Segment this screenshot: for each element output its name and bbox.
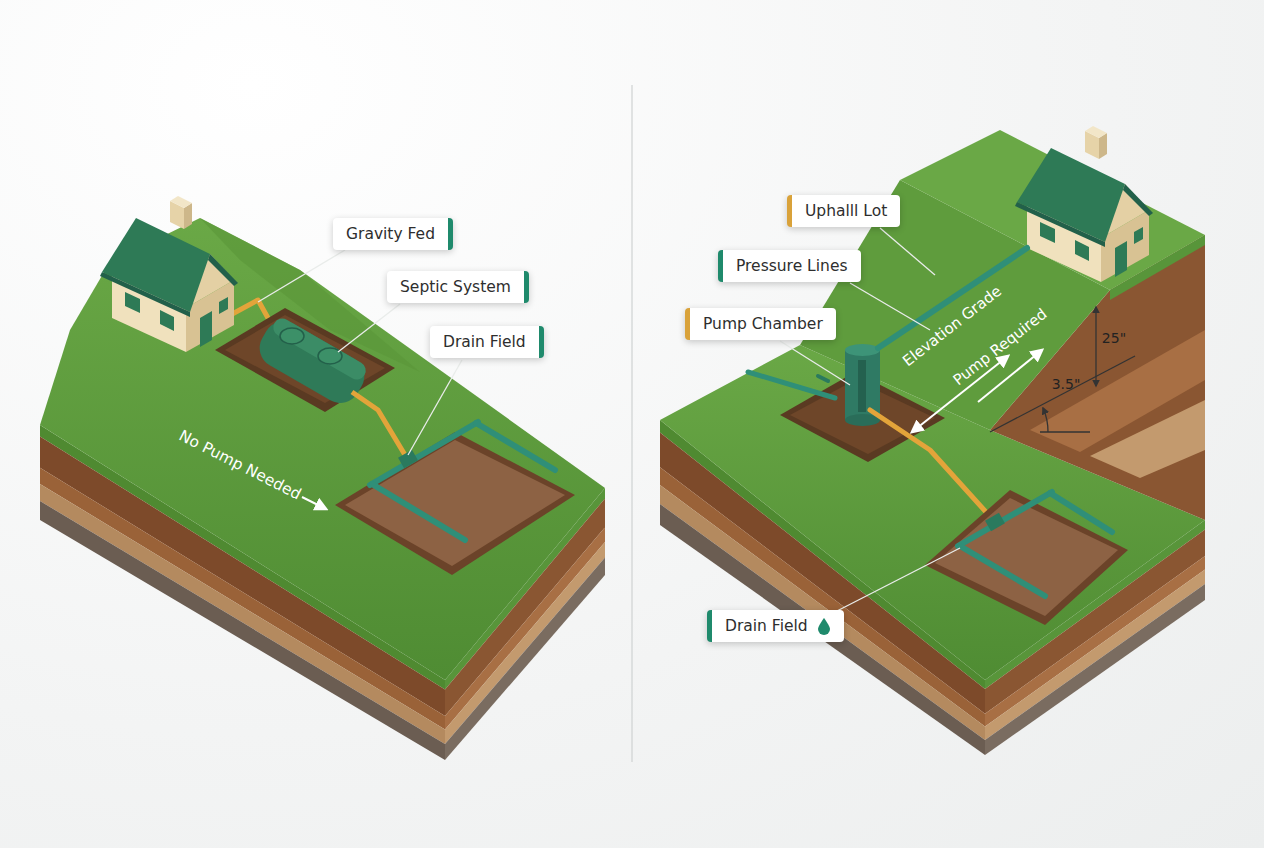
septic-tank xyxy=(215,308,395,412)
right-drain-field xyxy=(1050,493,1112,532)
house-icon xyxy=(1015,126,1153,282)
left-drain-field xyxy=(370,422,478,485)
leader-lines xyxy=(880,228,935,275)
callout-box: Gravity Fed xyxy=(333,218,453,250)
right-drain-field xyxy=(925,490,1128,625)
left-drain-field xyxy=(370,422,555,540)
leader-lines xyxy=(338,304,400,352)
pressure-line xyxy=(748,372,835,398)
pressure-line xyxy=(870,410,995,522)
leader-lines xyxy=(835,548,960,612)
pressure-line xyxy=(748,248,1027,522)
right-drain-field xyxy=(960,546,1045,596)
septic-tank xyxy=(215,308,395,412)
leader-lines xyxy=(258,250,345,302)
right-drain-field xyxy=(925,490,1128,625)
callout-box: Septic System xyxy=(387,271,529,303)
house-icon xyxy=(100,196,238,352)
annotation-text: 25" xyxy=(1102,330,1126,346)
dimension-lines xyxy=(1043,408,1048,432)
left-drain-field xyxy=(335,422,575,575)
droplet-icon xyxy=(816,617,832,636)
callout-label: Drain Field xyxy=(443,333,526,351)
leader-lines xyxy=(258,228,960,612)
leader-lines xyxy=(850,283,930,330)
pump-chamber xyxy=(845,350,880,420)
callout-label: Drain Field xyxy=(725,617,808,635)
right-drain-field xyxy=(985,513,1005,531)
callout-label: Septic System xyxy=(400,278,511,296)
pump-chamber xyxy=(858,360,866,412)
callout-box: Pressure Lines xyxy=(718,250,861,282)
callout-box: Pump Chamber xyxy=(685,308,836,340)
gravity-pipe xyxy=(352,392,408,460)
divider-line xyxy=(631,85,632,762)
callout-label: Uphalll Lot xyxy=(805,202,887,220)
left-drain-field xyxy=(335,432,575,575)
pressure-line xyxy=(818,376,828,381)
left-drain-field xyxy=(476,423,555,470)
callout-label: Pump Chamber xyxy=(703,315,823,333)
septic-tank xyxy=(318,348,342,364)
annotation-text: 3.5" xyxy=(1052,376,1081,392)
left-drain-field xyxy=(398,450,418,468)
left-drain-field xyxy=(372,484,465,540)
leader-lines xyxy=(780,341,850,385)
right-drain-field xyxy=(958,492,1112,596)
flow-arrow xyxy=(302,497,326,509)
right-drain-field xyxy=(958,492,1052,546)
leader-lines xyxy=(408,360,462,455)
gravity-pipe xyxy=(212,300,408,460)
callout-label: Gravity Fed xyxy=(346,225,435,243)
callout-box: Uphalll Lot xyxy=(787,195,900,227)
right-soil-block xyxy=(1090,400,1205,478)
septic-tank xyxy=(280,328,304,344)
callout-box: Drain Field xyxy=(430,326,544,358)
septic-tank xyxy=(270,315,369,383)
dimension-lines xyxy=(990,356,1135,432)
callout-label: Pressure Lines xyxy=(736,257,848,275)
pump-chamber xyxy=(845,344,880,356)
dimension-lines xyxy=(1095,307,1096,386)
